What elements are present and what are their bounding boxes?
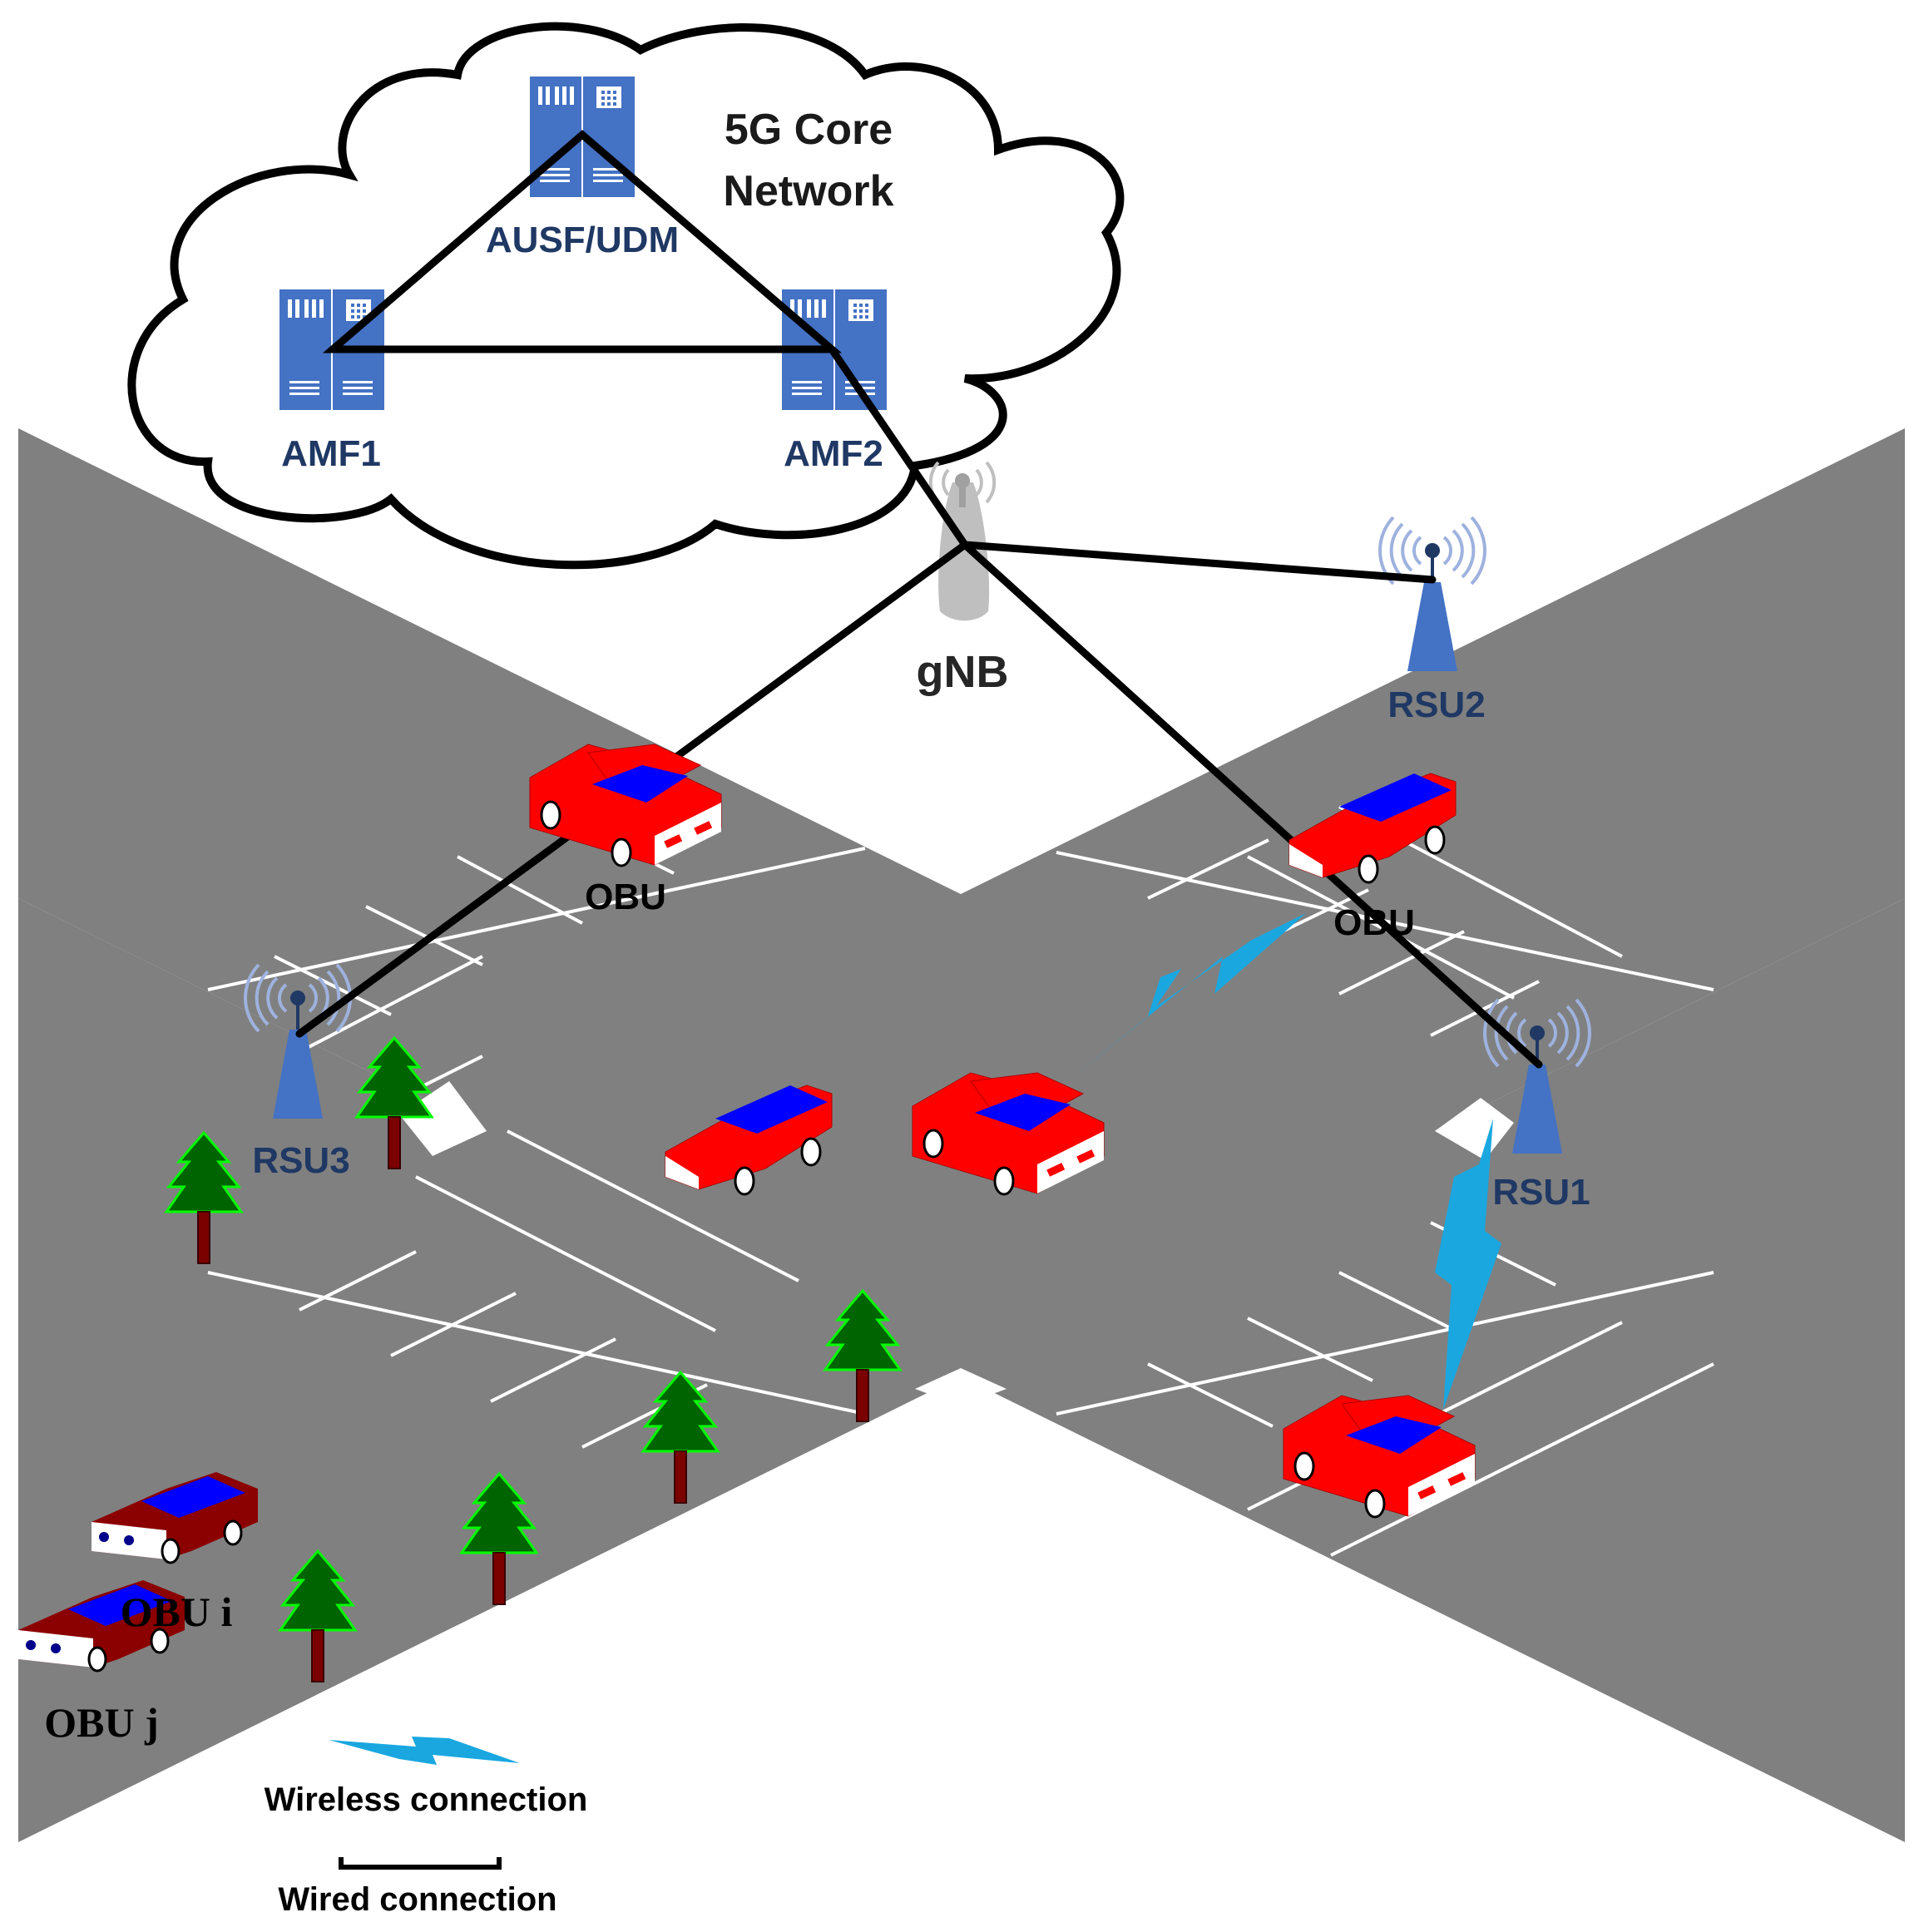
obu-j-label: OBU j [44, 1699, 159, 1746]
amf1-label: AMF1 [281, 433, 381, 474]
amf2-label: AMF2 [784, 433, 883, 474]
core-title-line2: Network [723, 167, 893, 215]
core-triangle-link [322, 130, 843, 353]
gnb-rsu2-link [961, 541, 1437, 584]
notch-bottom [915, 1368, 1007, 1406]
gnb-antenna-icon [928, 461, 997, 621]
gnb-rsu1-link [961, 541, 1543, 1069]
obu-top-label: OBU [585, 877, 666, 917]
road-middle-band [18, 898, 1905, 1376]
legend-wireless-label: Wireless connection [265, 1781, 588, 1818]
rsu1-label: RSU1 [1492, 1172, 1590, 1213]
wireless-bolt-obu [1073, 913, 1306, 1077]
obu-i-label: OBU i [121, 1589, 233, 1635]
obu-right-label: OBU [1333, 902, 1415, 943]
legend-wireless-symbol [329, 1737, 520, 1765]
rsu3-label: RSU3 [252, 1140, 349, 1181]
notch-top [857, 790, 1065, 890]
core-title-line1: 5G Core [725, 106, 893, 154]
amf2-gnb-link [828, 345, 969, 549]
legend-wired-label: Wired connection [278, 1881, 556, 1918]
rsu2-label: RSU2 [1387, 684, 1485, 725]
wireless-links [1073, 913, 1501, 1410]
ausf-udm-label: AUSF/UDM [486, 220, 679, 260]
wireless-bolt-rsu1 [1435, 1119, 1501, 1410]
notch-right [1435, 1098, 1514, 1160]
legend-wired-symbol [339, 1857, 502, 1870]
gnb-label: gNB [917, 647, 1009, 697]
core-network-cloud [127, 22, 1125, 570]
